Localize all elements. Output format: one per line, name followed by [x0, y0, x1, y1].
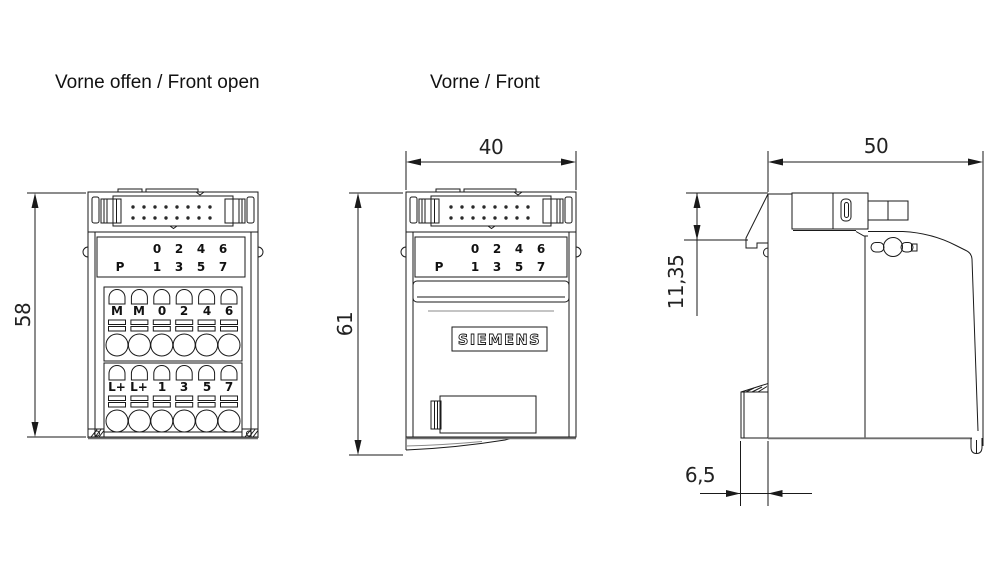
dimension-61: [349, 192, 403, 456]
port-label: 4: [514, 242, 524, 256]
dim-61-label: 61: [333, 311, 357, 337]
terminal-label: M: [111, 304, 123, 318]
front-title: Vorne / Front: [430, 72, 540, 93]
terminal-label: 0: [157, 304, 167, 318]
dimension-6-5: [700, 441, 812, 506]
side-view: [740, 192, 983, 455]
port-label: 7: [218, 260, 228, 274]
terminal-label: 6: [224, 304, 234, 318]
terminal-label: 2: [179, 304, 189, 318]
siemens-logo: SIEMENS: [458, 333, 541, 349]
terminal-cover-flap: [412, 280, 570, 303]
terminal-label: 4: [202, 304, 212, 318]
front-view: SIEMENS: [400, 188, 582, 451]
dim-40-label: 40: [478, 135, 504, 159]
port-label: 3: [174, 260, 184, 274]
terminal-label: 5: [202, 380, 212, 394]
dim-58-label: 58: [11, 302, 35, 328]
terminal-label: L+: [130, 380, 148, 394]
terminal-label: 1: [157, 380, 167, 394]
locking-screw: [883, 237, 903, 257]
terminal-label: 3: [179, 380, 189, 394]
port-label: 1: [470, 260, 480, 274]
dimension-40: [405, 151, 577, 190]
port-label: 0: [470, 242, 480, 256]
port-label: 0: [152, 242, 162, 256]
dimension-58: [27, 192, 86, 438]
front-open-title: Vorne offen / Front open: [55, 72, 260, 93]
terminal-label: 7: [224, 380, 234, 394]
port-label: 2: [492, 242, 502, 256]
port-label: 4: [196, 242, 206, 256]
dimension-50: [767, 151, 984, 446]
port-label: 1: [152, 260, 162, 274]
port-label-strip: [96, 236, 246, 278]
port-label: 5: [514, 260, 524, 274]
side-connector-block: [791, 192, 869, 230]
terminal-label: L+: [108, 380, 126, 394]
port-label-strip: [414, 236, 568, 278]
front-open-view: [82, 188, 264, 440]
port-label: 5: [196, 260, 206, 274]
port-label-p: P: [115, 260, 125, 274]
dimension-11-35: [684, 192, 768, 316]
port-label: 7: [536, 260, 546, 274]
dim-50-label: 50: [863, 134, 889, 158]
dim-6-5-label: 6,5: [684, 463, 716, 487]
port-label-p: P: [434, 260, 444, 274]
port-label: 3: [492, 260, 502, 274]
mounting-foot: [740, 391, 769, 439]
port-label: 6: [536, 242, 546, 256]
lower-terminal-block: [103, 362, 243, 433]
port-label: 2: [174, 242, 184, 256]
upper-terminal-block: [103, 286, 243, 362]
terminal-label: M: [133, 304, 145, 318]
brand-plate: [451, 326, 548, 352]
dim-11-35-label: 11,35: [664, 254, 688, 310]
din-rail-hook: [745, 193, 769, 249]
port-label: 6: [218, 242, 228, 256]
labeling-field: [439, 395, 537, 434]
